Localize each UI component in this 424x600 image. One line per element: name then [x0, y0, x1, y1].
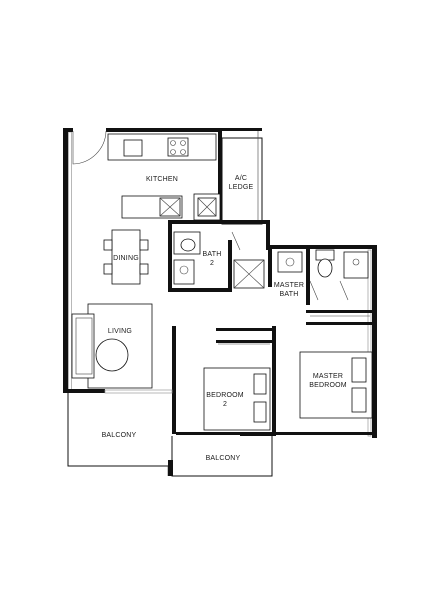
- bath2-door: [231, 231, 241, 251]
- living-sliding-door: [104, 389, 173, 394]
- master-bath-basin: [277, 251, 303, 273]
- label-bedroom2-line2: 2: [223, 401, 227, 408]
- ac-ledge-top: [222, 128, 262, 131]
- label-dining: DINING: [113, 255, 139, 262]
- label-bath2-line2: 2: [210, 260, 214, 267]
- bath2-west-wall: [168, 220, 172, 292]
- label-master-bath-line1: MASTER: [274, 282, 304, 289]
- bath2-north-wall: [168, 220, 270, 224]
- bath2-east-wall: [228, 240, 232, 292]
- label-bath2-line1: BATH: [203, 251, 222, 258]
- master-bath-door-2: [339, 280, 349, 301]
- hob-burner-2: [180, 140, 186, 146]
- dining-chair-r2: [139, 263, 149, 275]
- label-ac-ledge-line2: LEDGE: [229, 184, 254, 191]
- living-south-wall: [63, 389, 105, 393]
- bath2-south-wall: [168, 288, 232, 292]
- bedroom2-furniture: [203, 343, 271, 431]
- kitchen-hob: [167, 137, 189, 157]
- east-window: [367, 249, 372, 437]
- master-wardrobe-bottom: [306, 322, 372, 325]
- bedroom2-door-jamb: [172, 330, 176, 376]
- bedroom2-east-wall: [272, 326, 276, 436]
- master-toilet-tank: [315, 249, 335, 261]
- bedroom2-wardrobe-bottom: [216, 340, 272, 343]
- label-balcony-left: BALCONY: [102, 432, 137, 439]
- east-wall: [372, 245, 377, 438]
- bath2-toilet: [180, 238, 196, 252]
- dining-table: [111, 229, 141, 285]
- hob-burner-1: [170, 140, 176, 146]
- label-kitchen: KITCHEN: [146, 176, 178, 183]
- bath2-basin-bowl: [179, 265, 189, 275]
- label-master-bath-line2: BATH: [280, 291, 299, 298]
- master-bath-door-1: [309, 280, 319, 301]
- bath2-fixtures: [173, 231, 265, 289]
- master-bedroom-south-wall: [276, 432, 376, 435]
- master-bath-basin-bowl: [285, 257, 295, 267]
- entrance-door-swing: [72, 130, 107, 165]
- master-bath-fixtures: [277, 249, 369, 279]
- north-wall-corner: [63, 128, 73, 132]
- kitchen-sink: [123, 139, 143, 157]
- dining-furniture: [103, 229, 149, 285]
- doors: [72, 130, 349, 376]
- washer-cross-b: [197, 197, 217, 217]
- coffee-table: [95, 338, 129, 372]
- label-master-bedroom-line2: BEDROOM: [309, 382, 347, 389]
- label-bedroom2-line1: BEDROOM: [206, 392, 244, 399]
- room-labels: KITCHEN A/C LEDGE DINING BATH 2 MASTER B…: [102, 175, 347, 462]
- master-bath-west-wall: [268, 245, 272, 287]
- bedroom2-south-sill: [240, 432, 272, 436]
- dining-chair-r1: [139, 239, 149, 251]
- master-pillow-2: [351, 387, 367, 413]
- dining-chair-l1: [103, 239, 113, 251]
- sofa: [71, 313, 95, 379]
- kitchen-fixtures: [107, 133, 221, 221]
- bedroom2-wardrobe-top: [216, 328, 272, 331]
- shower-cross-b: [233, 259, 265, 289]
- label-living: LIVING: [108, 328, 132, 335]
- walls: [63, 128, 377, 477]
- hob-burner-4: [180, 149, 186, 155]
- island-appliance-cross-b: [159, 197, 181, 217]
- label-ac-ledge-line1: A/C: [235, 175, 247, 182]
- master-bath-divider: [306, 245, 310, 305]
- balcony-left-outline: [67, 393, 172, 467]
- master-pillow-1: [351, 357, 367, 383]
- master-bath-north-wall: [268, 245, 376, 249]
- shower-drain: [352, 258, 360, 266]
- balcony-bottom-outline: [171, 436, 273, 477]
- bedroom2-west-wall: [172, 326, 176, 434]
- master-wardrobe-top: [306, 310, 372, 313]
- kitchen-east-wall: [218, 128, 222, 224]
- label-balcony-bottom: BALCONY: [206, 455, 241, 462]
- master-toilet: [317, 258, 333, 278]
- west-wall: [63, 130, 68, 392]
- sofa-seat: [75, 317, 93, 375]
- bath2-corner: [266, 224, 270, 250]
- master-bedroom-furniture: [299, 315, 373, 419]
- bedroom2-pillow-1: [253, 373, 267, 395]
- bedroom2-south-wall: [176, 432, 274, 435]
- balcony-post: [168, 460, 173, 476]
- bath2-basin: [173, 259, 195, 285]
- bedroom2-pillow-2: [253, 401, 267, 423]
- north-wall-kitchen: [106, 128, 222, 132]
- living-furniture: [71, 303, 153, 389]
- dining-chair-l2: [103, 263, 113, 275]
- hob-burner-3: [170, 149, 176, 155]
- west-window: [68, 131, 72, 391]
- label-master-bedroom-line1: MASTER: [313, 373, 343, 380]
